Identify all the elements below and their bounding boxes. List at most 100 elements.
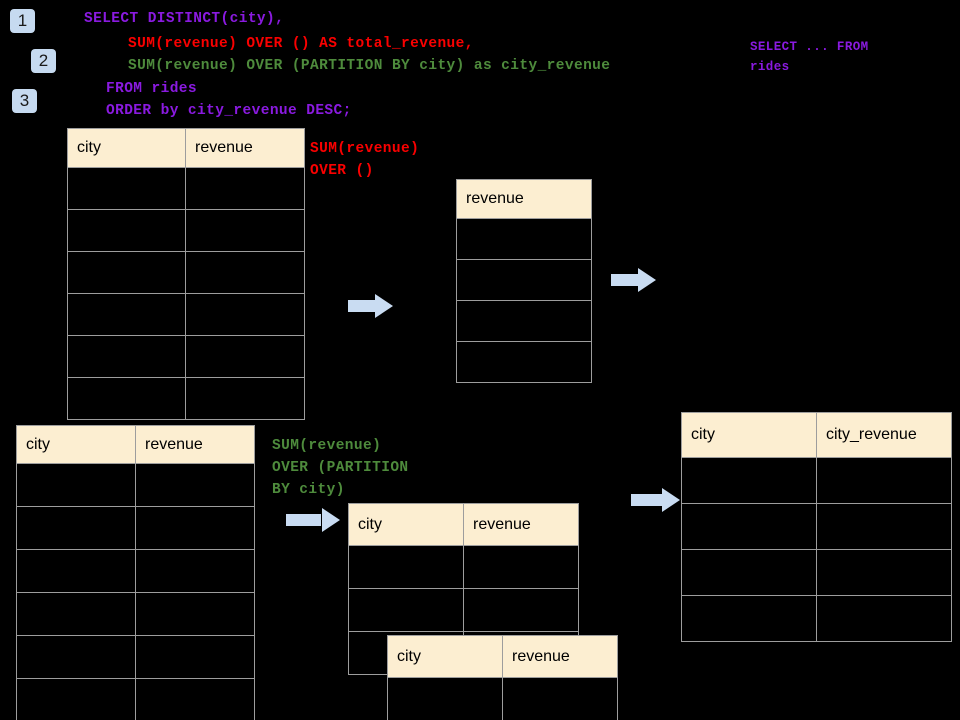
table-row	[456, 341, 592, 383]
cell-city-revenue	[816, 503, 952, 550]
cell-revenue	[456, 259, 592, 301]
step-badge-3: 3	[12, 89, 37, 113]
column-header-city: city	[387, 635, 503, 678]
table-row	[681, 503, 952, 550]
cell-revenue	[456, 218, 592, 260]
cell-revenue	[185, 293, 305, 336]
table-row	[456, 218, 592, 260]
table-row	[16, 592, 255, 636]
final-result-table: city city_revenue	[681, 412, 952, 642]
arrow-head	[375, 294, 393, 318]
arrow-head	[322, 508, 340, 532]
column-header-revenue: revenue	[135, 425, 255, 464]
arrow-head	[662, 488, 680, 512]
arrow-source-to-partition	[286, 508, 340, 532]
cell-city-revenue	[816, 457, 952, 504]
table-row	[681, 549, 952, 596]
table-row	[16, 678, 255, 720]
cell-city	[16, 549, 136, 593]
cell-city-revenue	[816, 595, 952, 642]
table-header-row: revenue	[456, 179, 592, 219]
cell-city	[16, 506, 136, 550]
cell-city	[16, 635, 136, 679]
arrow-source-to-total	[348, 294, 393, 318]
cell-revenue	[185, 167, 305, 210]
cell-revenue	[135, 678, 255, 720]
column-header-city: city	[681, 412, 817, 458]
column-header-city: city	[16, 425, 136, 464]
step-badge-2: 2	[31, 49, 56, 73]
table-row	[67, 377, 305, 420]
column-header-revenue: revenue	[456, 179, 592, 219]
cell-revenue	[185, 251, 305, 294]
annotation-city-revenue: SUM(revenue) OVER (PARTITION BY city)	[272, 438, 409, 498]
table-row	[67, 335, 305, 378]
rides-source-table-lower: city revenue	[16, 425, 255, 720]
column-header-revenue: revenue	[463, 503, 579, 546]
partition-table-front: city revenue	[387, 635, 618, 720]
table-row	[67, 167, 305, 210]
arrow-shaft	[286, 514, 321, 526]
cell-city	[681, 549, 817, 596]
sql-line-city-revenue: SUM(revenue) OVER (PARTITION BY city) as…	[128, 58, 611, 74]
cell-revenue	[456, 300, 592, 342]
cell-city	[348, 545, 464, 589]
total-revenue-table: revenue	[456, 179, 592, 383]
column-header-city-revenue: city_revenue	[816, 412, 952, 458]
rides-source-table: city revenue	[67, 128, 305, 420]
cell-city	[681, 457, 817, 504]
cell-revenue	[185, 377, 305, 420]
arrow-partition-to-result	[631, 488, 680, 512]
cell-revenue	[463, 545, 579, 589]
arrow-shaft	[348, 300, 377, 312]
arrow-total-to-result	[611, 268, 656, 292]
cell-city	[348, 588, 464, 632]
cell-revenue	[456, 341, 592, 383]
table-header-row: city revenue	[67, 128, 305, 168]
cell-city	[67, 251, 186, 294]
table-row	[67, 293, 305, 336]
annotation-total-revenue: SUM(revenue) OVER ()	[310, 141, 420, 179]
sql-line-from-rides: FROM rides	[106, 81, 198, 97]
table-row	[348, 588, 579, 632]
cell-city	[16, 592, 136, 636]
table-header-row: city revenue	[348, 503, 579, 546]
table-row	[67, 209, 305, 252]
cell-revenue	[135, 463, 255, 507]
table-row	[456, 259, 592, 301]
table-header-row: city city_revenue	[681, 412, 952, 458]
table-header-row: city revenue	[16, 425, 255, 464]
arrow-head	[638, 268, 656, 292]
cell-revenue	[135, 506, 255, 550]
step-badge-1: 1	[10, 9, 35, 33]
cell-city	[681, 595, 817, 642]
table-row	[456, 300, 592, 342]
sql-line-select-distinct: SELECT DISTINCT(city),	[84, 11, 285, 27]
table-row	[16, 506, 255, 550]
sql-line-order-by: ORDER by city_revenue DESC;	[106, 103, 352, 119]
cell-city	[16, 463, 136, 507]
table-header-row: city revenue	[387, 635, 618, 678]
table-row	[16, 635, 255, 679]
column-header-city: city	[348, 503, 464, 546]
cell-revenue	[185, 209, 305, 252]
annotation-source-query: SELECT ... FROM rides	[750, 40, 869, 74]
cell-city-revenue	[816, 549, 952, 596]
table-row	[16, 463, 255, 507]
cell-revenue	[463, 588, 579, 632]
table-row	[387, 677, 618, 720]
cell-city	[16, 678, 136, 720]
cell-city	[67, 335, 186, 378]
column-header-revenue: revenue	[185, 128, 305, 168]
cell-revenue	[135, 635, 255, 679]
column-header-city: city	[67, 128, 186, 168]
table-row	[67, 251, 305, 294]
cell-revenue	[135, 592, 255, 636]
table-row	[348, 545, 579, 589]
table-row	[16, 549, 255, 593]
cell-city	[387, 677, 503, 720]
cell-city	[67, 209, 186, 252]
arrow-shaft	[631, 494, 663, 506]
cell-city	[67, 377, 186, 420]
